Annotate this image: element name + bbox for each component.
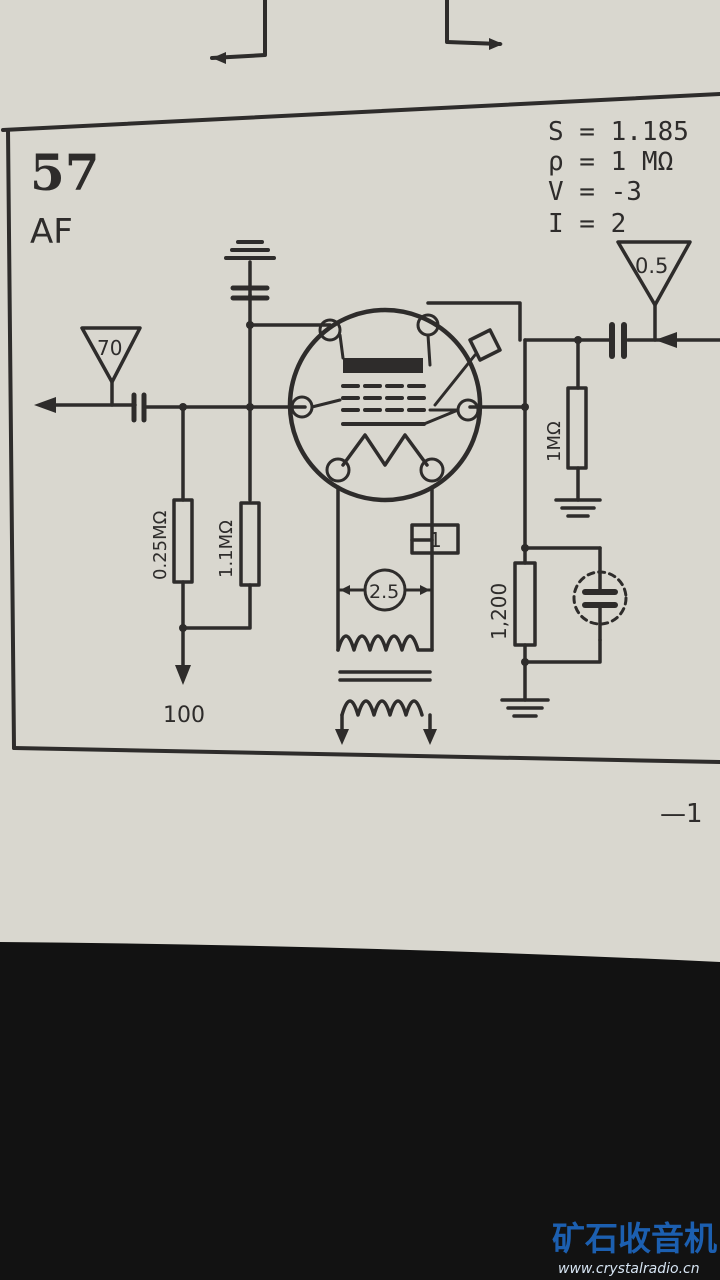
- supply-arrow: [175, 665, 191, 685]
- cathode-bypass-capacitor: [572, 546, 628, 642]
- antenna-symbol: [224, 240, 276, 260]
- label-plate-output: 0.5: [635, 254, 668, 278]
- resistor-grid: [172, 498, 194, 584]
- label-heater-voltage: 2.5: [369, 581, 399, 603]
- output-capacitor: [609, 322, 627, 359]
- ground-output: [554, 498, 602, 518]
- site-watermark: 矿石收音机 www.crystalradio.cn: [552, 1219, 717, 1277]
- page-number-fragment: —1: [660, 799, 703, 829]
- watermark-chinese: 矿石收音机: [552, 1219, 717, 1258]
- resistor-output: [566, 386, 588, 470]
- paper-page: [0, 0, 720, 962]
- label-r-output: 1MΩ: [544, 421, 565, 462]
- param-i: I = 2: [548, 209, 626, 239]
- label-r-cathode: 1,200: [487, 583, 511, 640]
- heater-voltage-circle: [363, 568, 407, 612]
- circuit-wires: [48, 260, 720, 702]
- parameter-list: S = 1.185 ρ = 1 MΩ V = -3 I = 2: [548, 117, 689, 239]
- transformer-arrows: [335, 729, 437, 745]
- plate-output-voltage-marker: 0.5: [616, 240, 692, 307]
- arrow-head-right: [489, 38, 503, 50]
- param-rho: ρ = 1 MΩ: [548, 147, 673, 177]
- param-s: S = 1.185: [548, 117, 689, 147]
- ground-cathode: [500, 698, 550, 718]
- resistor-load: [239, 501, 261, 587]
- junction-dots: [179, 321, 582, 666]
- heater-voltage-arrows: [340, 585, 430, 595]
- label-supply: 100: [163, 703, 205, 728]
- output-arrow: [655, 332, 677, 348]
- previous-diagram-fragment: [210, 0, 502, 60]
- panel-frame: [1, 92, 720, 764]
- vacuum-tube: [287, 307, 502, 503]
- watermark-url: www.crystalradio.cn: [558, 1261, 700, 1277]
- resistor-cathode: [513, 561, 537, 647]
- label-grid-input: 70: [97, 336, 122, 360]
- param-v: V = -3: [548, 177, 642, 207]
- current-box: [410, 523, 460, 555]
- input-arrow: [34, 397, 56, 413]
- arrow-head-left: [212, 52, 226, 64]
- grid-input-voltage-marker: 70: [80, 326, 142, 384]
- tube-number: 57: [30, 143, 100, 202]
- label-r-grid: 0.25MΩ: [150, 510, 171, 580]
- label-cathode-current: 1: [429, 528, 442, 552]
- tube-type: AF: [30, 212, 73, 252]
- bypass-capacitor: [230, 285, 270, 301]
- input-capacitor: [131, 392, 147, 423]
- label-r-load: 1.1MΩ: [216, 520, 237, 578]
